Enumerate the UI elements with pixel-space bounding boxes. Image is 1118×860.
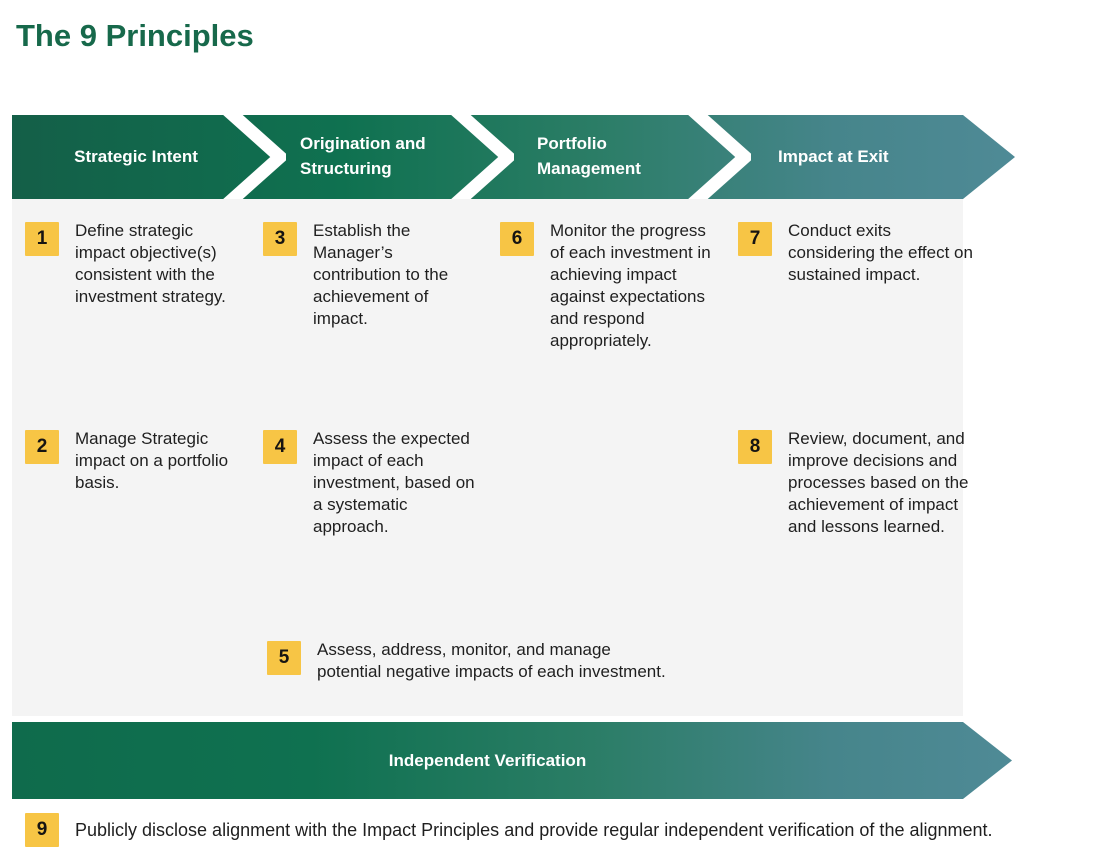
principle-text: Publicly disclose alignment with the Imp… (75, 820, 993, 840)
stage-banner-arrow: Strategic Intent Origination and Structu… (12, 115, 1015, 199)
principle-number-badge: 2 (25, 430, 59, 464)
chevron-separator-icon (684, 115, 751, 199)
principle-number-badge: 1 (25, 222, 59, 256)
principle-text: Establish the Manager’s contribution to … (313, 221, 449, 328)
verification-banner-arrow: Independent Verification (12, 722, 1012, 799)
principle-number-badge: 4 (263, 430, 297, 464)
page-title: The 9 Principles (16, 18, 254, 53)
stage-strategic-intent: Strategic Intent (74, 146, 198, 166)
principle-text: Assess the expected impact of each inves… (313, 429, 475, 536)
principle-number-badge: 3 (263, 222, 297, 256)
principle-number-badge: 7 (738, 222, 772, 256)
principles-panel (12, 199, 963, 716)
principle-text: Review, document, and improve decisions … (788, 429, 969, 536)
stage-origination-structuring: Origination and Structuring (300, 134, 426, 178)
chevron-separator-icon (447, 115, 514, 199)
principle-text: Define strategic impact objective(s) con… (75, 221, 226, 306)
principle-text: Conduct exits considering the effect on … (788, 221, 973, 284)
chevron-separator-icon (219, 115, 286, 199)
principle-number-badge: 6 (500, 222, 534, 256)
principle-text: Monitor the progress of each investment … (550, 221, 711, 350)
principle-text: Manage Strategic impact on a portfolio b… (75, 429, 229, 492)
principle-text: Assess, address, monitor, and manage pot… (317, 640, 666, 681)
stage-portfolio-management: Portfolio Management (537, 134, 641, 178)
verification-label: Independent Verification (388, 750, 587, 770)
principle-number-badge: 5 (267, 641, 301, 675)
principle-number-badge: 8 (738, 430, 772, 464)
stage-impact-at-exit: Impact at Exit (778, 146, 889, 166)
principle-number-badge: 9 (25, 813, 59, 847)
